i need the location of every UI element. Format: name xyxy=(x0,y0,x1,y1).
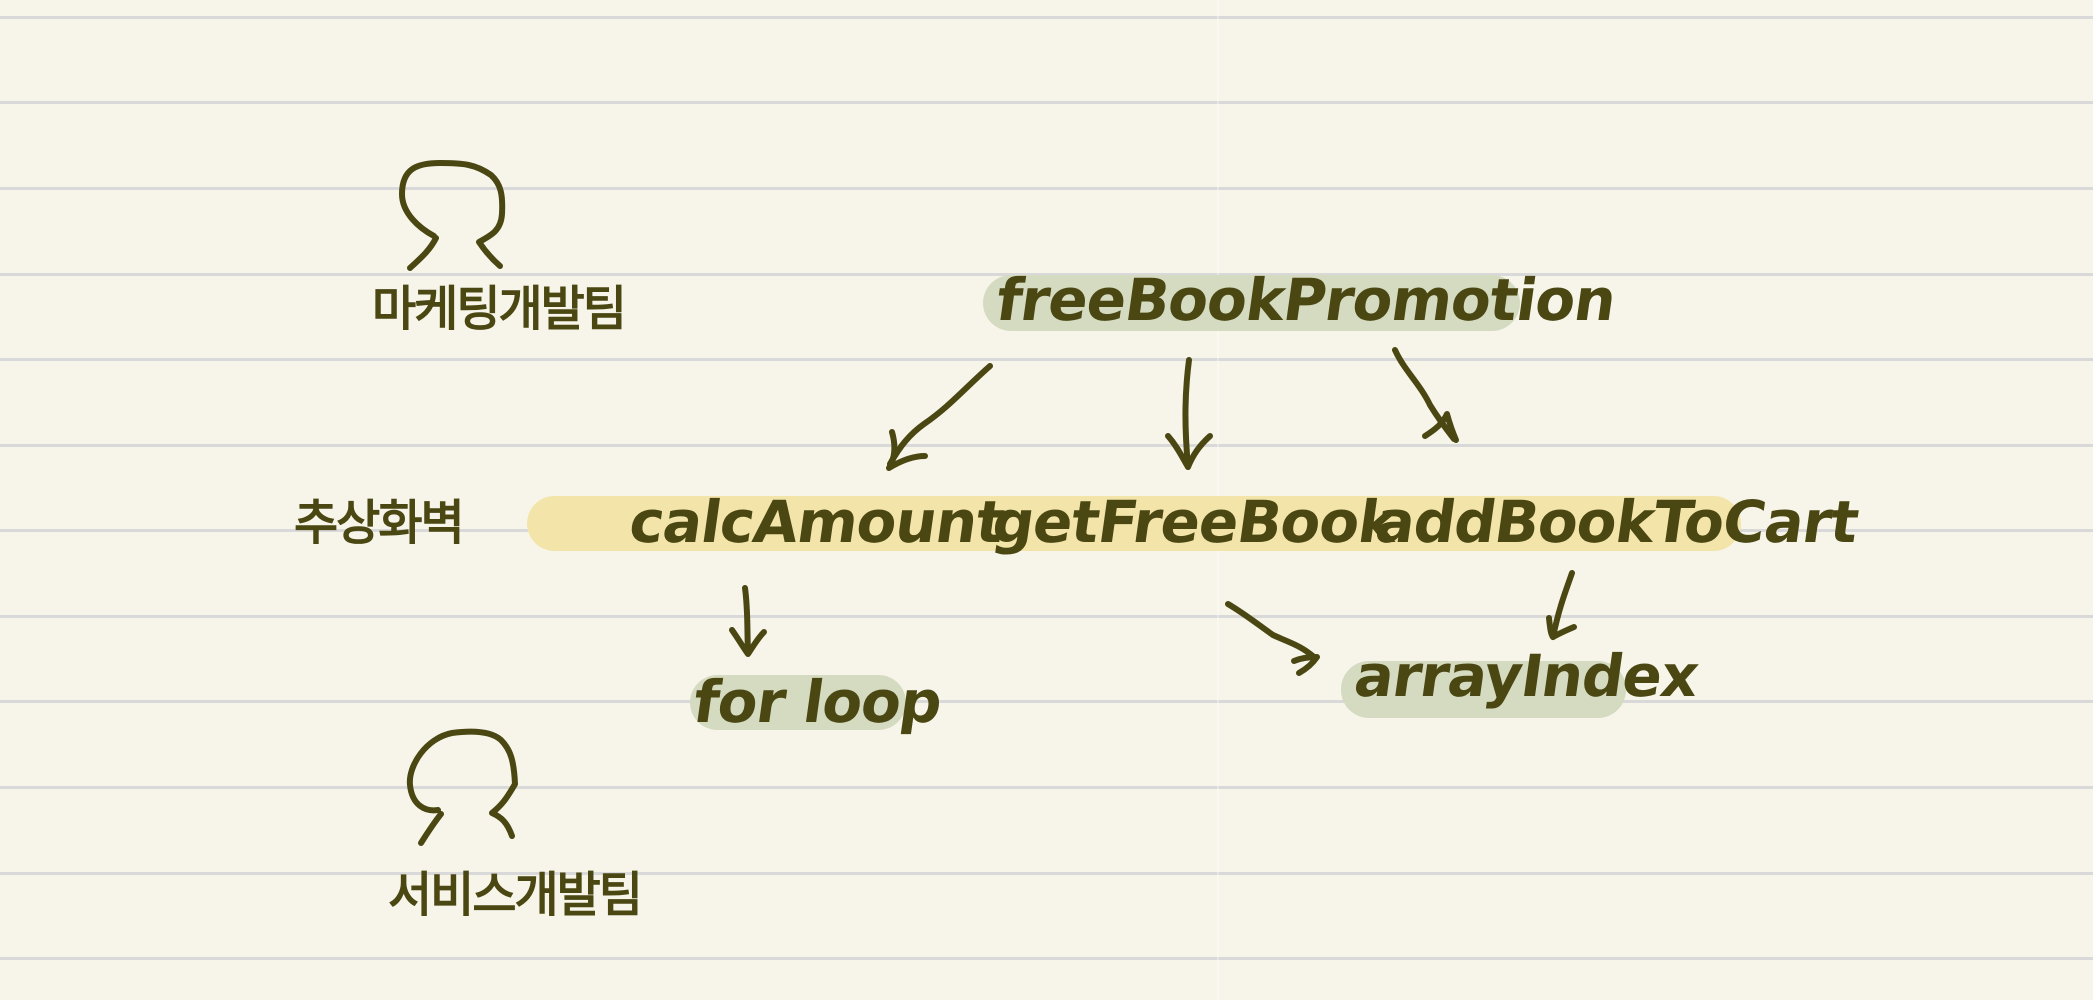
ruled-line xyxy=(0,786,2093,789)
ruled-line xyxy=(0,615,2093,618)
person-icon xyxy=(399,160,506,271)
middle-function-label: getFreeBook xyxy=(988,488,1402,556)
for-loop-label: for loop xyxy=(689,668,946,736)
ruled-line xyxy=(0,273,2093,276)
top-function-highlight xyxy=(983,275,1520,331)
abstraction-wall-label: 추상화벽 xyxy=(294,495,465,551)
ruled-line xyxy=(0,444,2093,447)
for-loop-highlight xyxy=(690,675,906,730)
service-team-label: 서비스개발팀 xyxy=(388,867,643,923)
array-index-label: arrayIndex xyxy=(1350,642,1703,710)
ruled-line xyxy=(0,957,2093,960)
ruled-line xyxy=(0,358,2093,361)
diagram-arrow xyxy=(1165,357,1213,470)
ruled-line xyxy=(0,187,2093,190)
diagram-arrow xyxy=(886,363,993,471)
ruled-line xyxy=(0,101,2093,104)
top-function-label: freeBookPromotion xyxy=(992,266,1620,334)
middle-function-label: calcAmount xyxy=(625,488,1009,556)
middle-function-label: addBookToCart xyxy=(1371,488,1863,556)
ruled-line xyxy=(0,700,2093,703)
array-index-highlight xyxy=(1341,661,1626,718)
marketing-team-label: 마케팅개발팀 xyxy=(372,281,627,337)
diagram-arrow xyxy=(1546,570,1577,640)
diagram-arrow xyxy=(1392,347,1459,443)
ruled-line xyxy=(0,16,2093,19)
diagram-arrow xyxy=(729,585,767,657)
ruled-line xyxy=(0,872,2093,875)
abstraction-layer-highlight xyxy=(527,496,1741,551)
